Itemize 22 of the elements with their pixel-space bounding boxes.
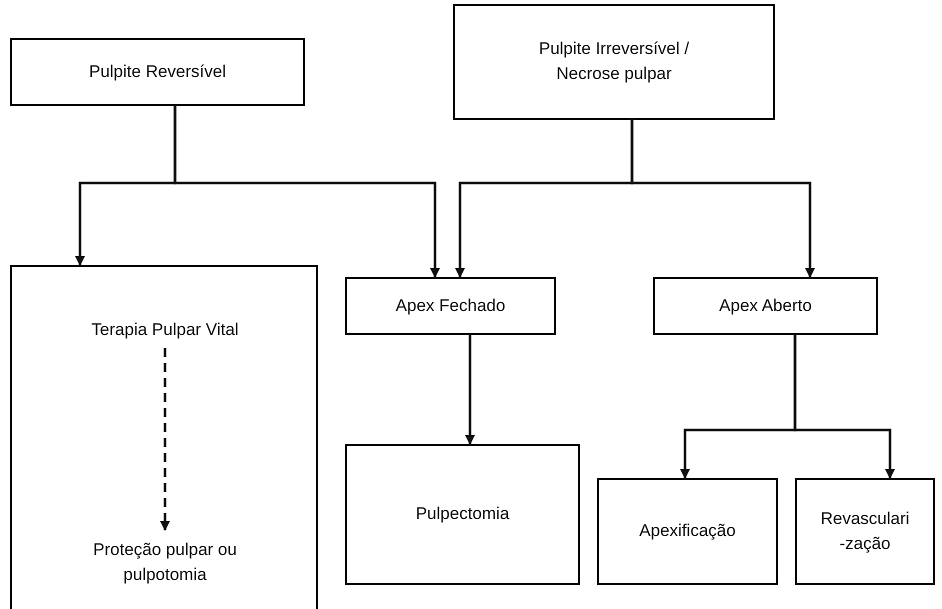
process-box: [597, 478, 778, 585]
arrow: [465, 335, 475, 445]
arrow: [160, 348, 170, 531]
box-label: Revasculari -zação: [820, 508, 910, 555]
box-label: Apex Aberto: [719, 294, 812, 317]
node-text: Proteção pulpar ou pulpotomia: [45, 530, 285, 596]
box-label: Pulpite Reversível: [88, 60, 226, 83]
node-text: Terapia Pulpar Vital: [30, 312, 300, 348]
process-box: [345, 277, 556, 335]
process-box: [345, 444, 580, 585]
box-label: Apex Fechado: [396, 294, 506, 317]
box-label: Pulpectomia: [416, 503, 510, 526]
process-box: [453, 4, 775, 120]
box-label: Pulpite Irreversível / Necrose pulpar: [538, 38, 690, 85]
arrow: [630, 120, 815, 278]
arrow: [794, 335, 895, 479]
container-box: [10, 265, 318, 609]
process-box: [795, 478, 935, 585]
process-box: [653, 277, 878, 335]
arrow: [174, 106, 440, 278]
process-box: [10, 38, 305, 106]
box-label: Apexificação: [639, 520, 736, 542]
